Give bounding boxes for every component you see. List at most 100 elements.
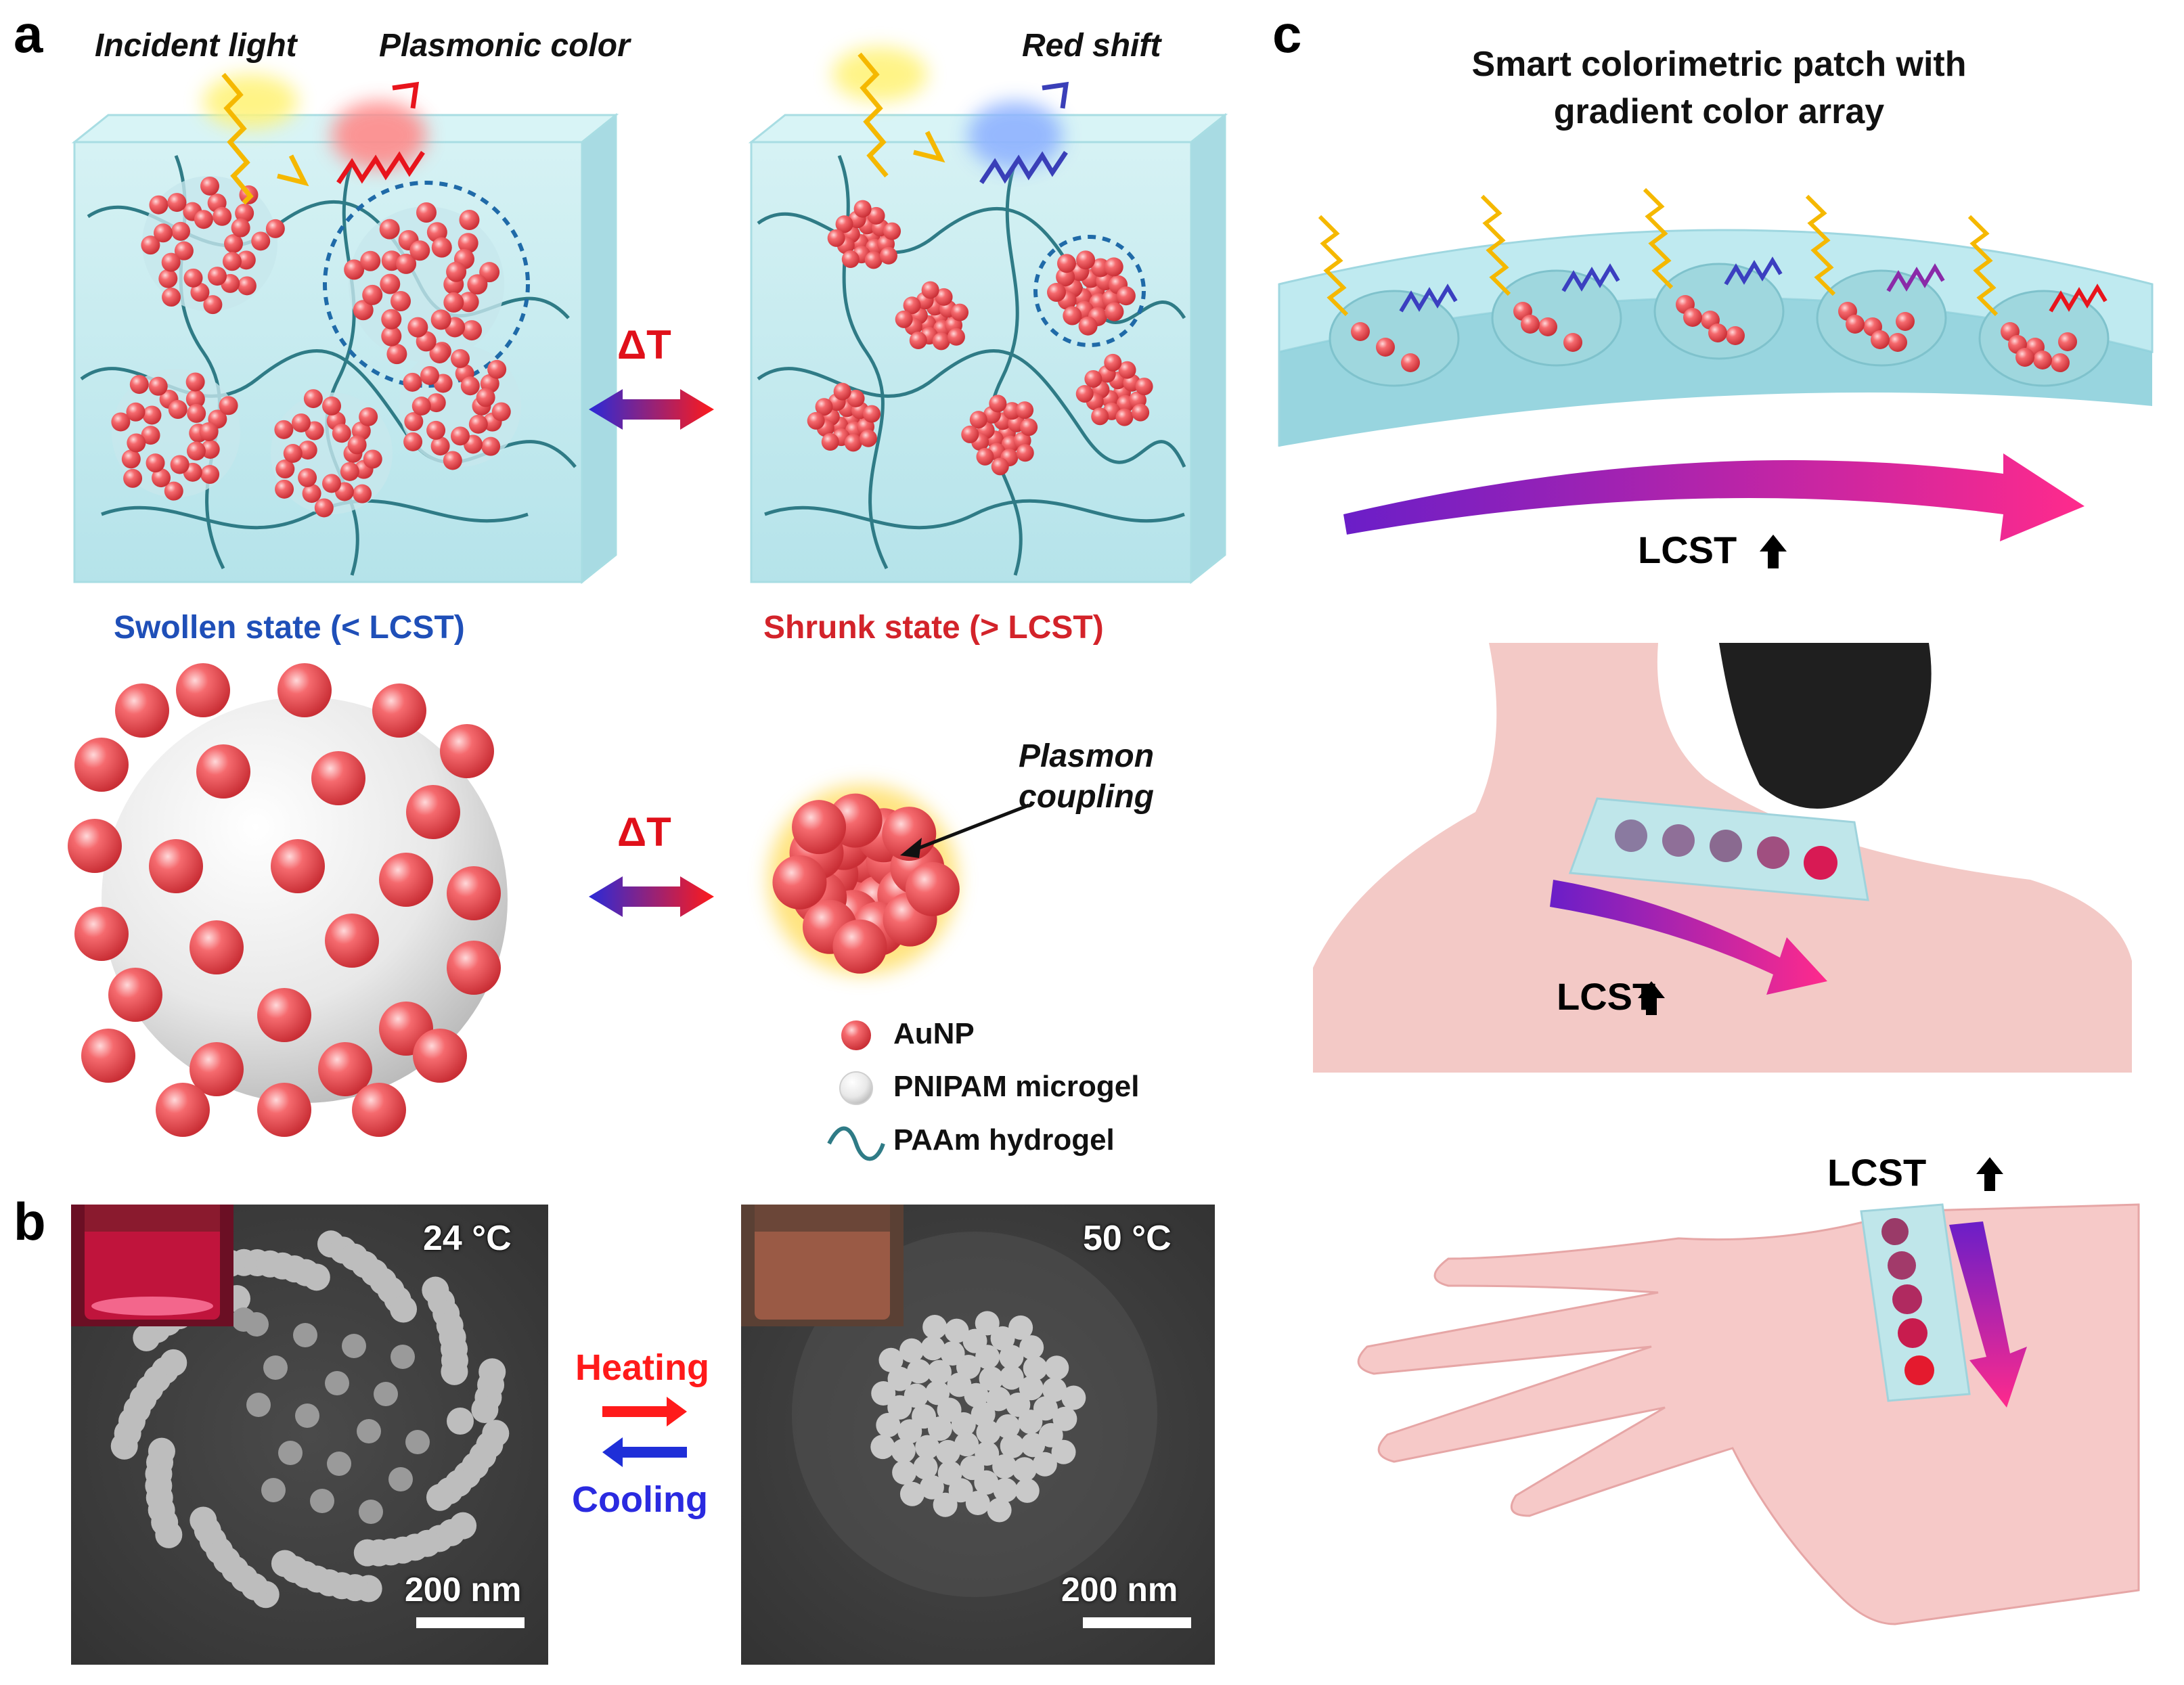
aunp-particle xyxy=(190,920,244,974)
bidirectional-arrow-icon-2 xyxy=(589,876,714,917)
aunp-particle xyxy=(332,424,351,443)
aunp-particle xyxy=(372,683,426,738)
aunp-particle xyxy=(878,1347,904,1372)
aunp-particle xyxy=(920,1336,945,1361)
aunp-particle xyxy=(2015,348,2034,367)
aunp-particle xyxy=(291,413,311,432)
aunp-particle xyxy=(115,683,169,738)
aunp-particle xyxy=(915,1435,940,1460)
aunp-particle xyxy=(257,1083,311,1137)
aunp-particle xyxy=(174,241,194,261)
aunp-particle xyxy=(847,389,865,407)
aunp-particle xyxy=(381,325,402,346)
aunp-particle xyxy=(1016,401,1034,420)
cooling-label: Cooling xyxy=(572,1479,708,1520)
aunp-particle xyxy=(879,246,897,265)
panel-label-c: c xyxy=(1272,4,1302,64)
aunp-particle xyxy=(772,855,827,909)
aunp-particle xyxy=(462,320,483,341)
title-line-1: Smart colorimetric patch with xyxy=(1471,45,1967,84)
aunp-particle xyxy=(1044,1355,1069,1380)
reflected-wave xyxy=(1561,263,1620,292)
aunp-particle xyxy=(460,376,480,396)
aunp-particle xyxy=(406,785,460,839)
aunp-particle xyxy=(491,402,511,422)
aunp-particle xyxy=(1104,257,1123,277)
aunp-particle xyxy=(867,206,885,225)
aunp-particle xyxy=(835,215,853,233)
aunp-particle xyxy=(1008,1315,1033,1340)
curved-patch xyxy=(1278,187,2154,447)
aunp-particle xyxy=(277,663,332,717)
patch-well xyxy=(1491,269,1622,367)
aunp-particle xyxy=(887,1366,912,1391)
aunp-particle xyxy=(403,432,423,451)
aunp-particle xyxy=(940,1341,965,1366)
aunp-particle xyxy=(413,1029,467,1083)
aunp-particle xyxy=(1726,326,1745,345)
aunp-particle xyxy=(141,426,160,445)
aunp-particle xyxy=(932,332,950,351)
bidirectional-arrow-icon xyxy=(589,389,714,430)
hand-illustration xyxy=(1357,1157,2140,1625)
aunp-particle xyxy=(231,218,250,238)
aunp-particle xyxy=(219,396,238,415)
neck-illustration xyxy=(1313,643,2132,1073)
aunp-particle xyxy=(987,1498,1012,1523)
panel-label-a: a xyxy=(14,4,43,64)
aunp-particle xyxy=(1003,402,1021,420)
legend-pnipam: PNIPAM microgel xyxy=(893,1070,1140,1103)
aunp-particle xyxy=(996,1414,1021,1439)
aunp-particle xyxy=(409,240,430,261)
aunp-particle xyxy=(158,269,178,288)
aunp-particle xyxy=(935,288,953,306)
aunp-particle xyxy=(327,1452,351,1476)
aunp-particle xyxy=(340,462,359,481)
aunp-particle xyxy=(325,914,379,968)
aunp-particle xyxy=(185,389,205,409)
scale-bar-right: 200 nm xyxy=(1061,1571,1178,1609)
aunp-particle xyxy=(1376,338,1395,357)
plasmon-label: Plasmon xyxy=(1019,738,1155,774)
patch-well xyxy=(1816,269,1947,367)
aunp-particle xyxy=(1888,333,1907,352)
aunp-particle xyxy=(832,919,887,974)
aunp-particle xyxy=(68,819,122,873)
heating-label: Heating xyxy=(575,1347,710,1388)
aunp-particle xyxy=(443,292,464,313)
paam-legend-icon xyxy=(827,1126,885,1161)
heating-arrow xyxy=(602,1397,687,1426)
sem-image-24c xyxy=(71,1205,548,1665)
aunp-particle xyxy=(235,203,254,223)
aunp-particle xyxy=(265,219,285,238)
aunp-particle xyxy=(325,1371,349,1395)
aunp-particle xyxy=(1401,353,1420,372)
aunp-particle xyxy=(1563,333,1582,352)
aunp-particle xyxy=(476,388,495,407)
aunp-particle xyxy=(979,1366,1004,1391)
lcst-label-neck: LCST xyxy=(1557,975,1656,1018)
incident-wave xyxy=(1805,194,1836,296)
aunp-particle xyxy=(359,407,378,426)
aunp-particle xyxy=(1105,302,1124,321)
aunp-particle xyxy=(1051,1439,1076,1464)
aunp-particle xyxy=(353,1539,381,1567)
aunp-particle xyxy=(897,1419,922,1444)
aunp-particle xyxy=(458,233,478,254)
red-shift-wave xyxy=(968,81,1069,184)
aunp-particle xyxy=(126,402,146,422)
aunp-particle xyxy=(447,866,501,920)
aunp-particle xyxy=(429,342,450,363)
aunp-particle xyxy=(863,405,881,423)
aunp-particle xyxy=(310,1489,334,1513)
aunp-particle xyxy=(121,449,141,469)
aunp-particle xyxy=(152,468,171,488)
aunp-particle xyxy=(986,1387,1011,1412)
aunp-particle xyxy=(1896,312,1915,331)
aunp-particle xyxy=(935,1439,960,1464)
aunp-particle xyxy=(161,252,181,272)
aunp-particle xyxy=(458,292,479,313)
aunp-particle xyxy=(168,400,187,420)
aunp-particle xyxy=(263,1355,288,1380)
aunp-particle xyxy=(841,250,860,269)
